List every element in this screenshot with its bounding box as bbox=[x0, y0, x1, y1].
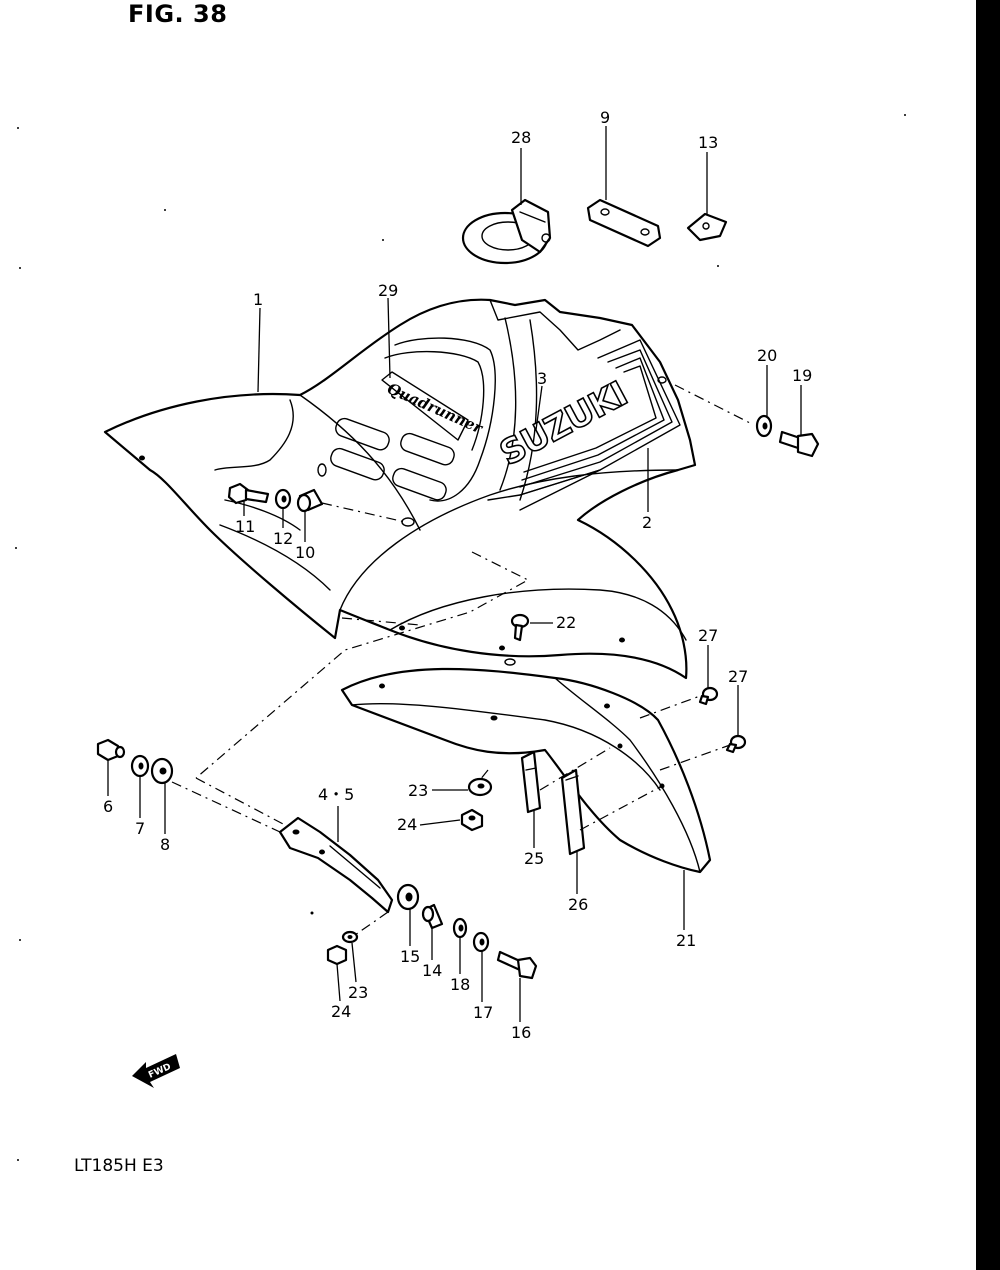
callout-12: 12 bbox=[273, 529, 293, 548]
scan-edge-bar bbox=[976, 0, 1000, 1270]
callout-18: 18 bbox=[450, 975, 470, 994]
callout-25: 25 bbox=[524, 849, 544, 868]
callout-3: 3 bbox=[537, 369, 547, 388]
callout-23-upper: 23 bbox=[408, 781, 428, 800]
forward-arrow-icon: FWD bbox=[132, 1054, 180, 1088]
callout-numbers: 1 2 3 4・5 6 7 8 9 10 11 12 13 14 15 16 1… bbox=[103, 108, 812, 1042]
bolt-16 bbox=[496, 950, 538, 980]
collar-14 bbox=[421, 903, 444, 930]
figure-title: FIG. 38 bbox=[128, 0, 228, 28]
washer-7 bbox=[130, 754, 150, 778]
grommet-23-upper bbox=[467, 777, 493, 797]
stay-4-5 bbox=[278, 816, 394, 914]
model-code: LT185H E3 bbox=[74, 1156, 164, 1176]
callout-leaders bbox=[107, 126, 802, 1022]
callout-4-5: 4・5 bbox=[318, 785, 354, 804]
callout-14: 14 bbox=[422, 961, 442, 980]
screw-27-lower bbox=[725, 734, 747, 754]
callout-7: 7 bbox=[135, 819, 145, 838]
mud-flap-21 bbox=[340, 667, 712, 874]
clip-13 bbox=[686, 212, 728, 242]
fuel-cap-ring bbox=[461, 198, 552, 265]
callout-26: 26 bbox=[568, 895, 588, 914]
callout-17: 17 bbox=[473, 1003, 493, 1022]
callout-29: 29 bbox=[378, 281, 398, 300]
grommet-15 bbox=[396, 883, 420, 911]
callout-1: 1 bbox=[253, 290, 263, 309]
bracket-25 bbox=[520, 750, 542, 814]
callout-15: 15 bbox=[400, 947, 420, 966]
callout-6: 6 bbox=[103, 797, 113, 816]
callout-24-upper: 24 bbox=[397, 815, 417, 834]
callout-19: 19 bbox=[792, 366, 812, 385]
callout-11: 11 bbox=[235, 517, 255, 536]
washer-18 bbox=[452, 917, 468, 939]
washer-20 bbox=[755, 414, 773, 438]
bracket-9 bbox=[586, 198, 662, 248]
bolt-6 bbox=[96, 738, 126, 762]
assembly-dash-lines bbox=[171, 384, 753, 936]
screw-22 bbox=[510, 613, 530, 642]
callout-8: 8 bbox=[160, 835, 170, 854]
collar-10 bbox=[296, 488, 324, 513]
bracket-26 bbox=[560, 768, 586, 856]
callout-22: 22 bbox=[556, 613, 576, 632]
callout-2: 2 bbox=[642, 513, 652, 532]
callout-13: 13 bbox=[698, 133, 718, 152]
exploded-parts-diagram: SUZUKI Quadrunner bbox=[15, 108, 906, 1161]
callout-21: 21 bbox=[676, 931, 696, 950]
callout-24-lower: 24 bbox=[331, 1002, 351, 1021]
callout-10: 10 bbox=[295, 543, 315, 562]
bolt-19 bbox=[778, 430, 820, 458]
callout-16: 16 bbox=[511, 1023, 531, 1042]
grommet-23-lower bbox=[341, 930, 359, 944]
washer-17 bbox=[472, 931, 490, 953]
nut-24-lower bbox=[326, 944, 348, 966]
washer-12 bbox=[274, 488, 292, 510]
rear-fender-body bbox=[103, 298, 697, 680]
callout-9: 9 bbox=[600, 108, 610, 127]
washer-8 bbox=[150, 757, 174, 785]
scan-specks bbox=[15, 114, 906, 1161]
fwd-label: FWD bbox=[147, 1062, 173, 1081]
callout-28: 28 bbox=[511, 128, 531, 147]
nut-24-upper bbox=[460, 808, 484, 832]
callout-20: 20 bbox=[757, 346, 777, 365]
callout-27-lower: 27 bbox=[728, 667, 748, 686]
bolt-11 bbox=[227, 482, 270, 505]
callout-27-upper: 27 bbox=[698, 626, 718, 645]
callout-23-lower: 23 bbox=[348, 983, 368, 1002]
screw-27-upper bbox=[698, 686, 719, 706]
